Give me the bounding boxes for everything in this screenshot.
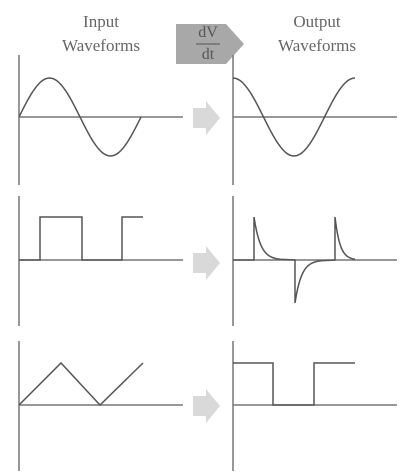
row-2-output-wave [233, 216, 356, 304]
row-2-output-axes [232, 196, 397, 326]
operator-numerator: dV [198, 24, 218, 41]
row-3-output-axes [232, 341, 397, 471]
row-3-input-axes [18, 341, 183, 471]
output-header: Output Waveforms [262, 10, 372, 58]
row-1-arrow-icon [193, 101, 220, 135]
row-3-input-wave [18, 361, 144, 407]
input-header-line1: Input [83, 12, 119, 31]
row-1-output-wave [232, 77, 356, 157]
row-1-input-axes [18, 55, 183, 185]
output-header-line2: Waveforms [278, 36, 356, 55]
row-2-arrow-icon [193, 246, 220, 280]
row-3-arrow-icon [193, 389, 220, 423]
output-header-line1: Output [293, 12, 341, 31]
row-1-output-axes [232, 55, 397, 185]
row-3-output-wave [233, 362, 355, 406]
row-2-input-wave [19, 216, 143, 261]
row-1-input-wave [18, 77, 142, 157]
input-header: Input Waveforms [46, 10, 156, 58]
operator-denominator: dt [201, 46, 215, 63]
row-2-input-axes [18, 196, 183, 326]
input-header-line2: Waveforms [62, 36, 140, 55]
